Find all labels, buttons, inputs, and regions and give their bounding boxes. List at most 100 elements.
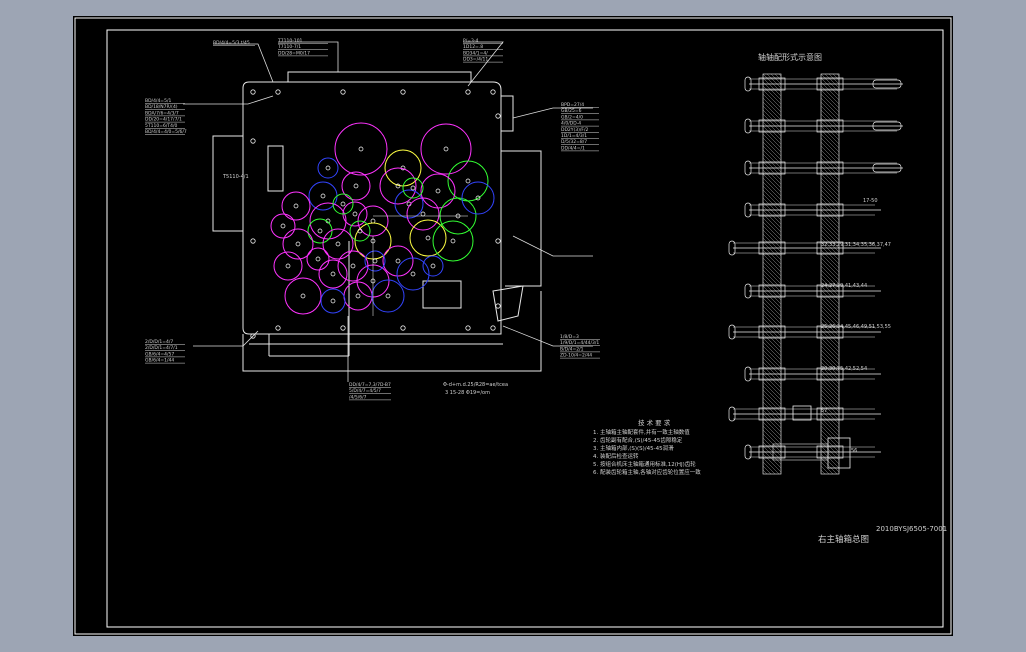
callout-text: 5/D/4/7=4/5/7 — [349, 388, 381, 394]
shaft-center — [285, 263, 291, 269]
shaft-center — [357, 228, 363, 234]
gear-outline — [420, 173, 456, 209]
gear-outline — [317, 157, 339, 179]
drawing-number: 2010BYSJ6505-7001 — [876, 525, 947, 533]
shaft-center — [435, 188, 441, 194]
gear-outline — [273, 251, 303, 281]
gear-outline — [332, 193, 354, 215]
callout-text: BD/18/N7R/(4) — [145, 104, 178, 110]
callout-text: DD/20=4/17/7/1 — [145, 117, 182, 123]
shaft-center — [295, 241, 301, 247]
gearbox-housing — [212, 71, 542, 372]
bolt-hole — [275, 89, 281, 95]
axis-label: 57 — [821, 408, 827, 414]
tech-title: 技 术 要 求 — [638, 418, 671, 427]
gear-outline — [461, 181, 495, 215]
callout-text: BD/4/4=5/1 — [145, 98, 171, 104]
gear-outline — [420, 123, 472, 175]
gear-outline — [334, 122, 388, 176]
spindle-schematic — [728, 73, 903, 475]
bolt-hole — [465, 325, 471, 331]
gear-outline — [447, 160, 489, 202]
drawing-title: 右主轴箱总图 — [818, 534, 869, 545]
shaft-center — [335, 241, 341, 247]
gear-outline — [284, 277, 322, 315]
tech-line: 6. 配装齿轮箱主轴,各轴对应齿轮位置应一致 — [593, 468, 701, 476]
shaft-center — [443, 146, 449, 152]
schematic-title: 轴轴配形式示意图 — [758, 52, 822, 62]
bolt-hole — [465, 89, 471, 95]
gear-outline — [320, 288, 346, 314]
outer-frame — [74, 17, 952, 635]
axis-label: 56 — [851, 448, 857, 454]
callout-text: DD/4/4=/1 — [561, 145, 585, 151]
callout-text: 1D/1=4/3/1 — [561, 133, 587, 139]
shaft-center — [280, 223, 286, 229]
shaft-center — [320, 193, 326, 199]
shaft-center — [410, 271, 416, 277]
shaft-center — [450, 238, 456, 244]
bolt-hole — [340, 325, 346, 331]
bolt-hole — [250, 333, 256, 339]
shaft-center — [465, 178, 471, 184]
callout-text: T7110-101 — [277, 38, 303, 44]
callout-text: BDA/7/6=4/3/7 — [145, 110, 179, 116]
shaft-center — [353, 183, 359, 189]
callout-text: DD/4/7=7,3/7D-B7 — [349, 382, 391, 388]
shaft-center — [355, 293, 361, 299]
callout-text: 1/9/D/1=4/44/3/1 — [560, 340, 599, 346]
bolt-hole — [275, 325, 281, 331]
axis-label: 32,33,29,31,34,35,36,37,47 — [821, 242, 891, 248]
gear-outline — [281, 191, 311, 221]
tech-line: 1. 主轴箱主轴配套件,并有一致主轴数值 — [593, 428, 690, 436]
shaft-center — [425, 235, 431, 241]
tech-line: 2. 齿轮副有配合,(S)/45-45齿隙稳定 — [593, 436, 683, 444]
callout-text: BD/4/4=4/0=5/6/7 — [145, 129, 187, 135]
gear-outline — [337, 250, 369, 282]
tech-requirements: 1. 主轴箱主轴配套件,并有一致主轴数值 2. 齿轮副有配合,(S)/45-45… — [593, 428, 701, 476]
gear-outline — [371, 279, 405, 313]
shaft-center — [330, 298, 336, 304]
callout-text: 1/8/D=3 — [560, 334, 579, 340]
bolt-hole — [250, 238, 256, 244]
gear-outline — [364, 250, 386, 272]
callout-text: DD3=/4/11 — [463, 57, 488, 63]
leader-lines — [183, 41, 593, 382]
housing-bolts — [250, 89, 501, 339]
axis-label: 25,26,34,45,46,49,51,53,55 — [821, 324, 891, 330]
bolt-hole — [400, 89, 406, 95]
shaft-center — [370, 218, 376, 224]
shaft-center — [410, 185, 416, 191]
callout-text: 1D12=.8 — [463, 44, 483, 50]
callout-text: DD/28=M0/17 — [278, 50, 310, 56]
bolt-hole — [495, 113, 501, 119]
callout-text: P/=3-4 — [463, 38, 478, 44]
bolt-hole — [495, 238, 501, 244]
callout-text: BPD=27/4 — [561, 102, 584, 108]
gear-outline — [382, 245, 414, 277]
gear-outline — [409, 219, 447, 257]
shaft-center — [395, 183, 401, 189]
shaft-center — [358, 146, 364, 152]
bolt-hole — [490, 325, 496, 331]
shaft-center — [420, 211, 426, 217]
inner-frame — [106, 29, 944, 628]
callout-text: 5T110=6/T4/0 — [145, 123, 177, 129]
bolt-hole — [250, 89, 256, 95]
axis-labels: 17-50 32,33,29,31,34,35,36,37,47 24,27,2… — [821, 198, 891, 454]
shaft-center — [300, 293, 306, 299]
callout-text: BD34/1=4/ — [463, 50, 488, 56]
shaft-center — [330, 271, 336, 277]
gear-outline — [422, 255, 444, 277]
callout-text: GB/6/4=1/44 — [145, 358, 174, 364]
gear-outline — [379, 167, 417, 205]
callout-text: 2/D/D/1=4/7/1 — [145, 345, 178, 351]
shaft-center — [293, 203, 299, 209]
callout-text: 4/0/DD-4 — [561, 121, 581, 127]
center-note: Φ-d+m.d.25/R28=ae/tcea — [443, 382, 508, 388]
callout-text: GB/2=4/0 — [561, 114, 583, 120]
axis-label: 20,30,75,42,52,54 — [821, 366, 867, 372]
